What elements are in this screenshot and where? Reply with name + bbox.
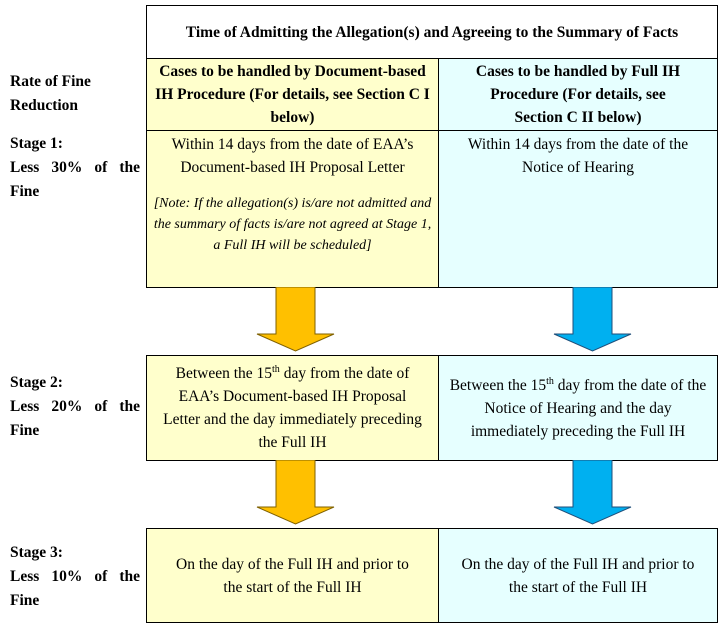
arrow-down-icon [553, 460, 632, 525]
stage-3-label: Stage 3: Less 10% of the Fine [10, 541, 140, 613]
stage-1-full-ih-text: Within 14 days from the date of the Noti… [467, 136, 689, 176]
rate-of-fine-reduction-label: Rate of Fine Reduction [10, 73, 91, 114]
stage-3-document-based-cell: On the day of the Full IH and prior to t… [146, 528, 439, 623]
stage-1-document-based-text: Within 14 days from the date of EAA’s Do… [171, 136, 414, 176]
stage-3-full-ih-text: On the day of the Full IH and prior to t… [461, 555, 695, 596]
arrow-down-full-ih-stage2 [553, 460, 632, 525]
arrow-down-document-stage2 [256, 460, 335, 525]
stage-3-full-ih-cell: On the day of the Full IH and prior to t… [438, 528, 718, 623]
column-header-document-based: Cases to be handled by Document-based IH… [146, 58, 439, 131]
stage-2-title: Stage 2: [10, 374, 63, 391]
stage-1-title: Stage 1: [10, 135, 63, 152]
stage-2-full-ih-cell: Between the 15th day from the date of th… [438, 355, 718, 461]
stage-1-document-based-cell: Within 14 days from the date of EAA’s Do… [146, 130, 439, 288]
stage-1-label: Stage 1: Less 30% of the Fine [10, 132, 140, 204]
stage-1-reduction: Less 30% of the Fine [10, 159, 140, 200]
stage-2-reduction: Less 20% of the Fine [10, 398, 140, 439]
stage-1-full-ih-cell: Within 14 days from the date of the Noti… [438, 130, 718, 288]
table-title: Time of Admitting the Allegation(s) and … [146, 5, 718, 59]
stage-2-document-based-text: Between the 15th day from the date of EA… [163, 363, 422, 451]
stage-2-label: Stage 2: Less 20% of the Fine [10, 371, 140, 443]
stage-2-full-ih-text: Between the 15th day from the date of th… [449, 375, 707, 440]
stage-3-reduction: Less 10% of the Fine [10, 568, 140, 609]
stage-1-document-based-note: [Note: If the allegation(s) is/are not a… [153, 196, 432, 253]
arrow-down-icon [256, 287, 335, 352]
arrow-down-document-stage1 [256, 287, 335, 352]
stage-3-title: Stage 3: [10, 544, 63, 561]
arrow-down-icon [256, 460, 335, 525]
stage-3-document-based-text: On the day of the Full IH and prior to t… [176, 555, 409, 596]
arrow-down-full-ih-stage1 [553, 287, 632, 352]
arrow-down-icon [553, 287, 632, 352]
column-header-full-ih: Cases to be handled by Full IH Procedure… [438, 58, 718, 131]
stage-2-document-based-cell: Between the 15th day from the date of EA… [146, 355, 439, 461]
